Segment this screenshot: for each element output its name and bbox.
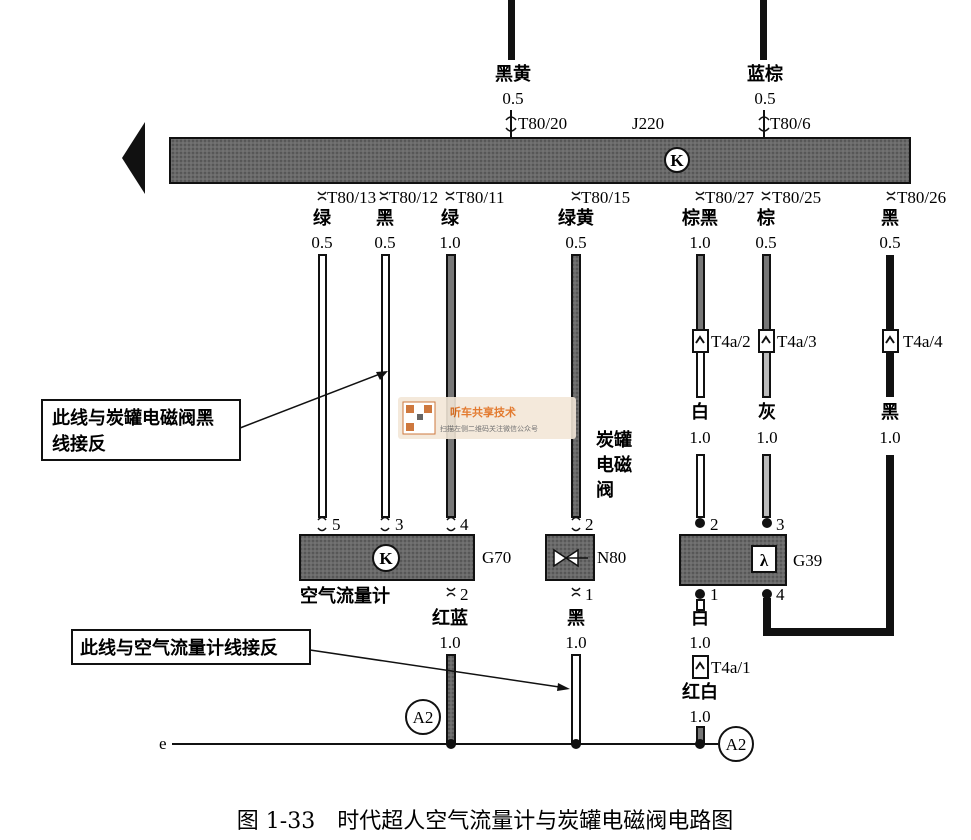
g70-k-symbol: K [379, 549, 393, 568]
svg-text:0.5: 0.5 [565, 233, 586, 252]
pin-t80-26: T80/26 [897, 188, 946, 207]
t4a-1-pin: T4a/1 [711, 658, 751, 677]
t4a-4-color: 黑 [881, 402, 899, 423]
svg-text:0.5: 0.5 [311, 233, 332, 252]
bottom-wire-size-labels: 0.5 0.5 1.0 0.5 1.0 0.5 0.5 [311, 233, 900, 252]
g39-pin-3: 3 [776, 515, 785, 534]
note-1-line-2: 线接反 [52, 433, 106, 455]
ground-ref-a2-right-label: A2 [726, 735, 747, 754]
n80-name-3: 阀 [596, 479, 614, 501]
top-wire-1-pin: T80/20 [518, 114, 567, 133]
g70-out-size: 1.0 [439, 633, 460, 652]
ecu-k-symbol [664, 147, 690, 173]
ecu-k-label: K [670, 151, 684, 170]
t4a-3-pin: T4a/3 [777, 332, 817, 351]
pin-t80-25: T80/25 [772, 188, 821, 207]
ground-ref-a2-left-label: A2 [413, 708, 434, 727]
t4a-3-color: 灰 [758, 401, 776, 423]
top-wire-2-size: 0.5 [754, 89, 775, 108]
t4a-4-pin: T4a/4 [903, 332, 943, 351]
t4a-1-color: 红白 [682, 681, 718, 703]
t4a-3-size: 1.0 [756, 428, 777, 447]
svg-text:0.5: 0.5 [879, 233, 900, 252]
g39-pin-4: 4 [776, 585, 785, 604]
t4a-2-pin: T4a/2 [711, 332, 751, 351]
svg-text:绿: 绿 [441, 207, 460, 229]
g70-out-color: 红蓝 [432, 607, 468, 629]
t4a-connectors [692, 329, 899, 353]
g70-pin-2: 2 [460, 585, 469, 604]
n80-name-2: 电磁 [596, 454, 632, 476]
n80-id: N80 [597, 548, 626, 567]
g70-name: 空气流量计 [300, 585, 390, 607]
svg-text:黑: 黑 [881, 208, 899, 229]
top-wire-1-size: 0.5 [502, 89, 523, 108]
watermark-title: 听车共享技术 [450, 405, 516, 419]
t4a-2-size: 1.0 [689, 428, 710, 447]
pin-t80-13: T80/13 [327, 188, 376, 207]
pin-t80-12: T80/12 [389, 188, 438, 207]
bottom-wire-color-labels: 绿 黑 绿 绿黄 棕黑 棕 黑 [313, 207, 899, 229]
ecu-id-label: J220 [632, 114, 664, 133]
ground-ref-a2-right [718, 726, 754, 762]
note-2-text: 此线与空气流量计线接反 [80, 637, 278, 659]
t4a-4-size: 1.0 [879, 428, 900, 447]
t4a-1-size: 1.0 [689, 707, 710, 726]
wire-bundle [318, 254, 894, 636]
g70-id: G70 [482, 548, 511, 567]
figure-caption: 图 1-33 时代超人空气流量计与炭罐电磁阀电路图 [237, 809, 733, 834]
svg-text:绿黄: 绿黄 [558, 207, 594, 229]
top-wire-2 [760, 0, 767, 60]
ground-bus-label: e [159, 734, 167, 753]
pin-t80-15: T80/15 [581, 188, 630, 207]
watermark: 听车共享技术 扫描左侧二维码关注微信公众号 [398, 397, 576, 439]
top-wire-2-pin: T80/6 [770, 114, 811, 133]
ground-ref-a2-left [405, 699, 441, 735]
t4a-2-color: 白 [691, 401, 709, 423]
note-1-line-1: 此线与炭罐电磁阀黑 [52, 407, 214, 429]
g70-pin-3: 3 [395, 515, 404, 534]
left-arrow-icon [122, 122, 145, 194]
g39-pin-1: 1 [710, 585, 719, 604]
bottom-pin-labels: T80/13 T80/12 T80/11 T80/15 T80/27 T80/2… [327, 188, 946, 207]
g70-pin-5: 5 [332, 515, 341, 534]
top-wire-1-color: 黑黄 [495, 63, 531, 85]
svg-text:1.0: 1.0 [689, 233, 710, 252]
svg-text:0.5: 0.5 [755, 233, 776, 252]
note-1-box [41, 399, 241, 461]
g39-out-size: 1.0 [689, 633, 710, 652]
note-2-box [71, 629, 311, 665]
n80-pin-1: 1 [585, 585, 594, 604]
svg-text:棕黑: 棕黑 [682, 207, 718, 229]
g39-lambda-symbol: λ [760, 551, 769, 570]
top-wire-2-color: 蓝棕 [747, 63, 783, 85]
svg-text:绿: 绿 [313, 207, 332, 229]
n80-name-1: 炭罐 [596, 429, 632, 451]
svg-text:棕: 棕 [757, 207, 775, 229]
ecu-j220-bar [169, 137, 911, 184]
g70-pin-4: 4 [460, 515, 469, 534]
g39-out-color: 白 [691, 607, 709, 629]
svg-text:黑: 黑 [376, 208, 394, 229]
g39-pin-2: 2 [710, 515, 719, 534]
n80-pin-2: 2 [585, 515, 594, 534]
pin-t80-27: T80/27 [705, 188, 755, 207]
watermark-subtitle: 扫描左侧二维码关注微信公众号 [440, 424, 538, 433]
svg-text:1.0: 1.0 [439, 233, 460, 252]
pin-t80-11: T80/11 [456, 188, 504, 207]
n80-out-color: 黑 [567, 608, 585, 629]
top-wire-1 [508, 0, 515, 60]
g39-id: G39 [793, 551, 822, 570]
svg-text:0.5: 0.5 [374, 233, 395, 252]
n80-out-size: 1.0 [565, 633, 586, 652]
